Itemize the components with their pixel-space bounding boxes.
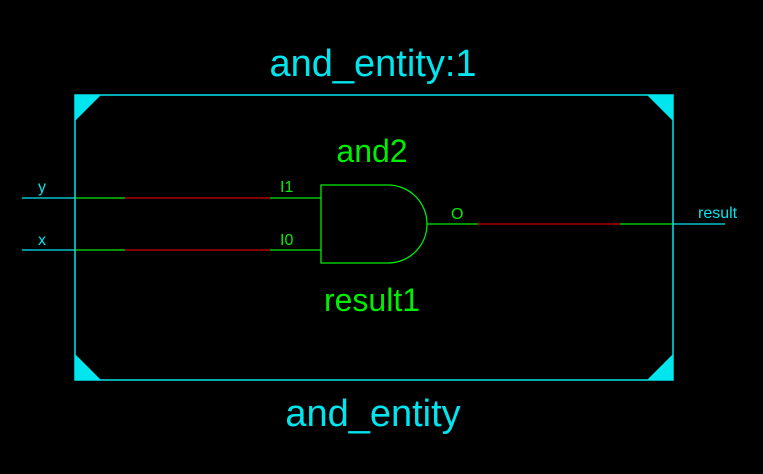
- corner-bottom-left: [75, 354, 101, 380]
- entity-name: and_entity: [285, 393, 460, 435]
- gate-type-label: and2: [336, 133, 407, 169]
- and-gate-symbol[interactable]: [320, 184, 428, 264]
- pin-label-o: O: [451, 206, 463, 223]
- entity-box[interactable]: [74, 94, 674, 381]
- port-label-result: result: [698, 205, 738, 222]
- pin-label-i0: I0: [280, 232, 293, 249]
- corner-top-left: [75, 95, 101, 121]
- pin-label-i1: I1: [280, 179, 293, 196]
- corner-bottom-right: [647, 354, 673, 380]
- gate-instance-label: result1: [324, 282, 420, 318]
- corner-top-right: [647, 95, 673, 121]
- instance-title: and_entity:1: [269, 43, 476, 85]
- port-label-x: x: [38, 232, 46, 249]
- port-label-y: y: [38, 179, 46, 196]
